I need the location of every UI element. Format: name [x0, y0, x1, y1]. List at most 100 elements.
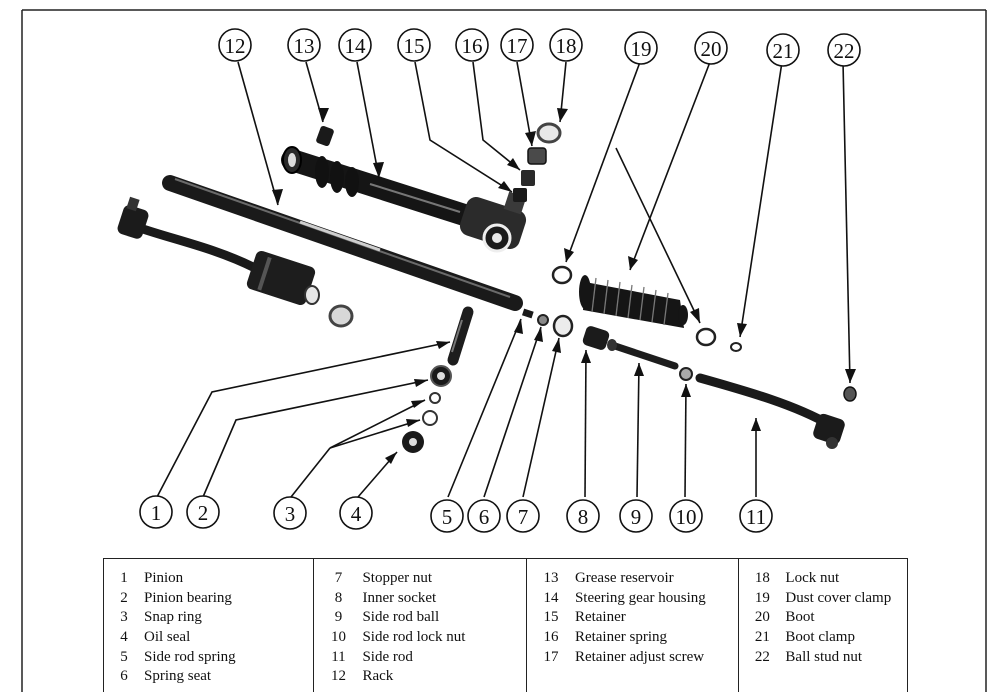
legend-number: 6 [120, 668, 128, 685]
legend-number: 14 [543, 589, 559, 606]
svg-text:4: 4 [351, 502, 362, 526]
svg-text:10: 10 [676, 505, 697, 529]
svg-text:22: 22 [834, 39, 855, 63]
snap-ring-part-2 [422, 410, 438, 426]
svg-text:19: 19 [631, 37, 652, 61]
svg-text:17: 17 [507, 34, 528, 58]
svg-text:2: 2 [198, 501, 209, 525]
retainer-part [513, 188, 527, 202]
legend-number: 17 [543, 648, 559, 665]
legend-label: Boot [785, 609, 815, 626]
legend-label: Dust cover clamp [785, 589, 892, 606]
callout-22: 22 [827, 33, 861, 67]
legend-label: Side rod ball [362, 609, 440, 626]
legend-label: Side rod lock nut [362, 629, 466, 646]
svg-text:13: 13 [294, 34, 315, 58]
spring-seat-part [537, 314, 549, 326]
ball-stud-nut-part [843, 386, 857, 402]
stopper-nut-part [552, 314, 574, 338]
callout-6: 6 [467, 499, 501, 533]
legend-number: 11 [331, 648, 346, 665]
callout-16: 16 [455, 28, 489, 62]
arrowheads [272, 108, 856, 464]
pinion-part [447, 306, 474, 366]
callout-4: 4 [339, 496, 373, 530]
legend-number: 9 [334, 609, 343, 626]
legend-number: 13 [543, 570, 559, 587]
callout-18: 18 [549, 28, 583, 62]
legend-label: Spring seat [144, 668, 212, 685]
legend-number: 7 [334, 570, 343, 587]
svg-text:12: 12 [225, 34, 246, 58]
svg-text:5: 5 [442, 505, 453, 529]
legend-row: 21 Boot clamp [739, 628, 907, 648]
svg-text:18: 18 [556, 34, 577, 58]
svg-text:9: 9 [631, 505, 642, 529]
legend-number: 4 [120, 629, 128, 646]
legend-number: 10 [330, 629, 346, 646]
legend-number: 21 [754, 629, 770, 646]
callout-7: 7 [506, 499, 540, 533]
legend-number: 18 [754, 570, 770, 587]
legend-label: Retainer adjust screw [574, 648, 705, 665]
svg-text:6: 6 [479, 505, 490, 529]
callout-17: 17 [500, 28, 534, 62]
legend-label: Steering gear housing [574, 589, 706, 606]
svg-text:20: 20 [701, 37, 722, 61]
legend-label: Ball stud nut [785, 648, 863, 665]
legend-number: 3 [120, 609, 128, 626]
side-rod-spring-part [522, 308, 534, 319]
washer-part [328, 304, 354, 328]
legend-number: 22 [754, 648, 770, 665]
legend-number: 16 [543, 629, 559, 646]
rack-part [162, 175, 523, 311]
dust-cover-clamp-part [551, 265, 573, 285]
callout-14: 14 [338, 28, 372, 62]
legend-row: 19 Dust cover clamp [739, 589, 907, 609]
side-rod-ball-part [608, 341, 679, 370]
legend-label: Retainer [574, 609, 626, 626]
retainer-spring-part [521, 170, 535, 186]
side-rod-lock-nut-part [679, 367, 693, 381]
callout-12: 12 [218, 28, 252, 62]
parts-illustration [117, 122, 857, 453]
callout-20: 20 [694, 31, 728, 65]
legend-label: Boot clamp [785, 629, 855, 646]
legend-row: 4 Oil seal [104, 628, 313, 648]
legend-label: Stopper nut [362, 570, 433, 587]
legend-label: Side rod [362, 648, 413, 665]
callout-3: 3 [273, 496, 307, 530]
snap-ring-part [429, 392, 441, 404]
legend-label: Rack [362, 668, 394, 685]
legend-row: 11 Side rod [314, 647, 525, 667]
grease-reservoir-part [316, 125, 334, 147]
leader-lines [156, 61, 851, 498]
retainer-adjust-screw-part [527, 147, 547, 165]
svg-text:14: 14 [345, 34, 367, 58]
legend-row: 9 Side rod ball [314, 608, 525, 628]
svg-text:8: 8 [578, 505, 589, 529]
legend-number: 19 [754, 589, 770, 606]
dust-cover-clamp-part-2 [695, 327, 717, 347]
legend-row: 7 Stopper nut [314, 569, 525, 589]
callout-2: 2 [186, 495, 220, 529]
svg-text:21: 21 [773, 39, 794, 63]
legend-label: Pinion [144, 570, 184, 587]
svg-text:15: 15 [404, 34, 425, 58]
lock-nut-part [536, 122, 562, 144]
legend-label: Oil seal [144, 629, 191, 646]
callout-19: 19 [624, 31, 658, 65]
callout-10: 10 [669, 499, 703, 533]
legend-row: 10 Side rod lock nut [314, 628, 525, 648]
right-side-rod-part [695, 373, 845, 449]
